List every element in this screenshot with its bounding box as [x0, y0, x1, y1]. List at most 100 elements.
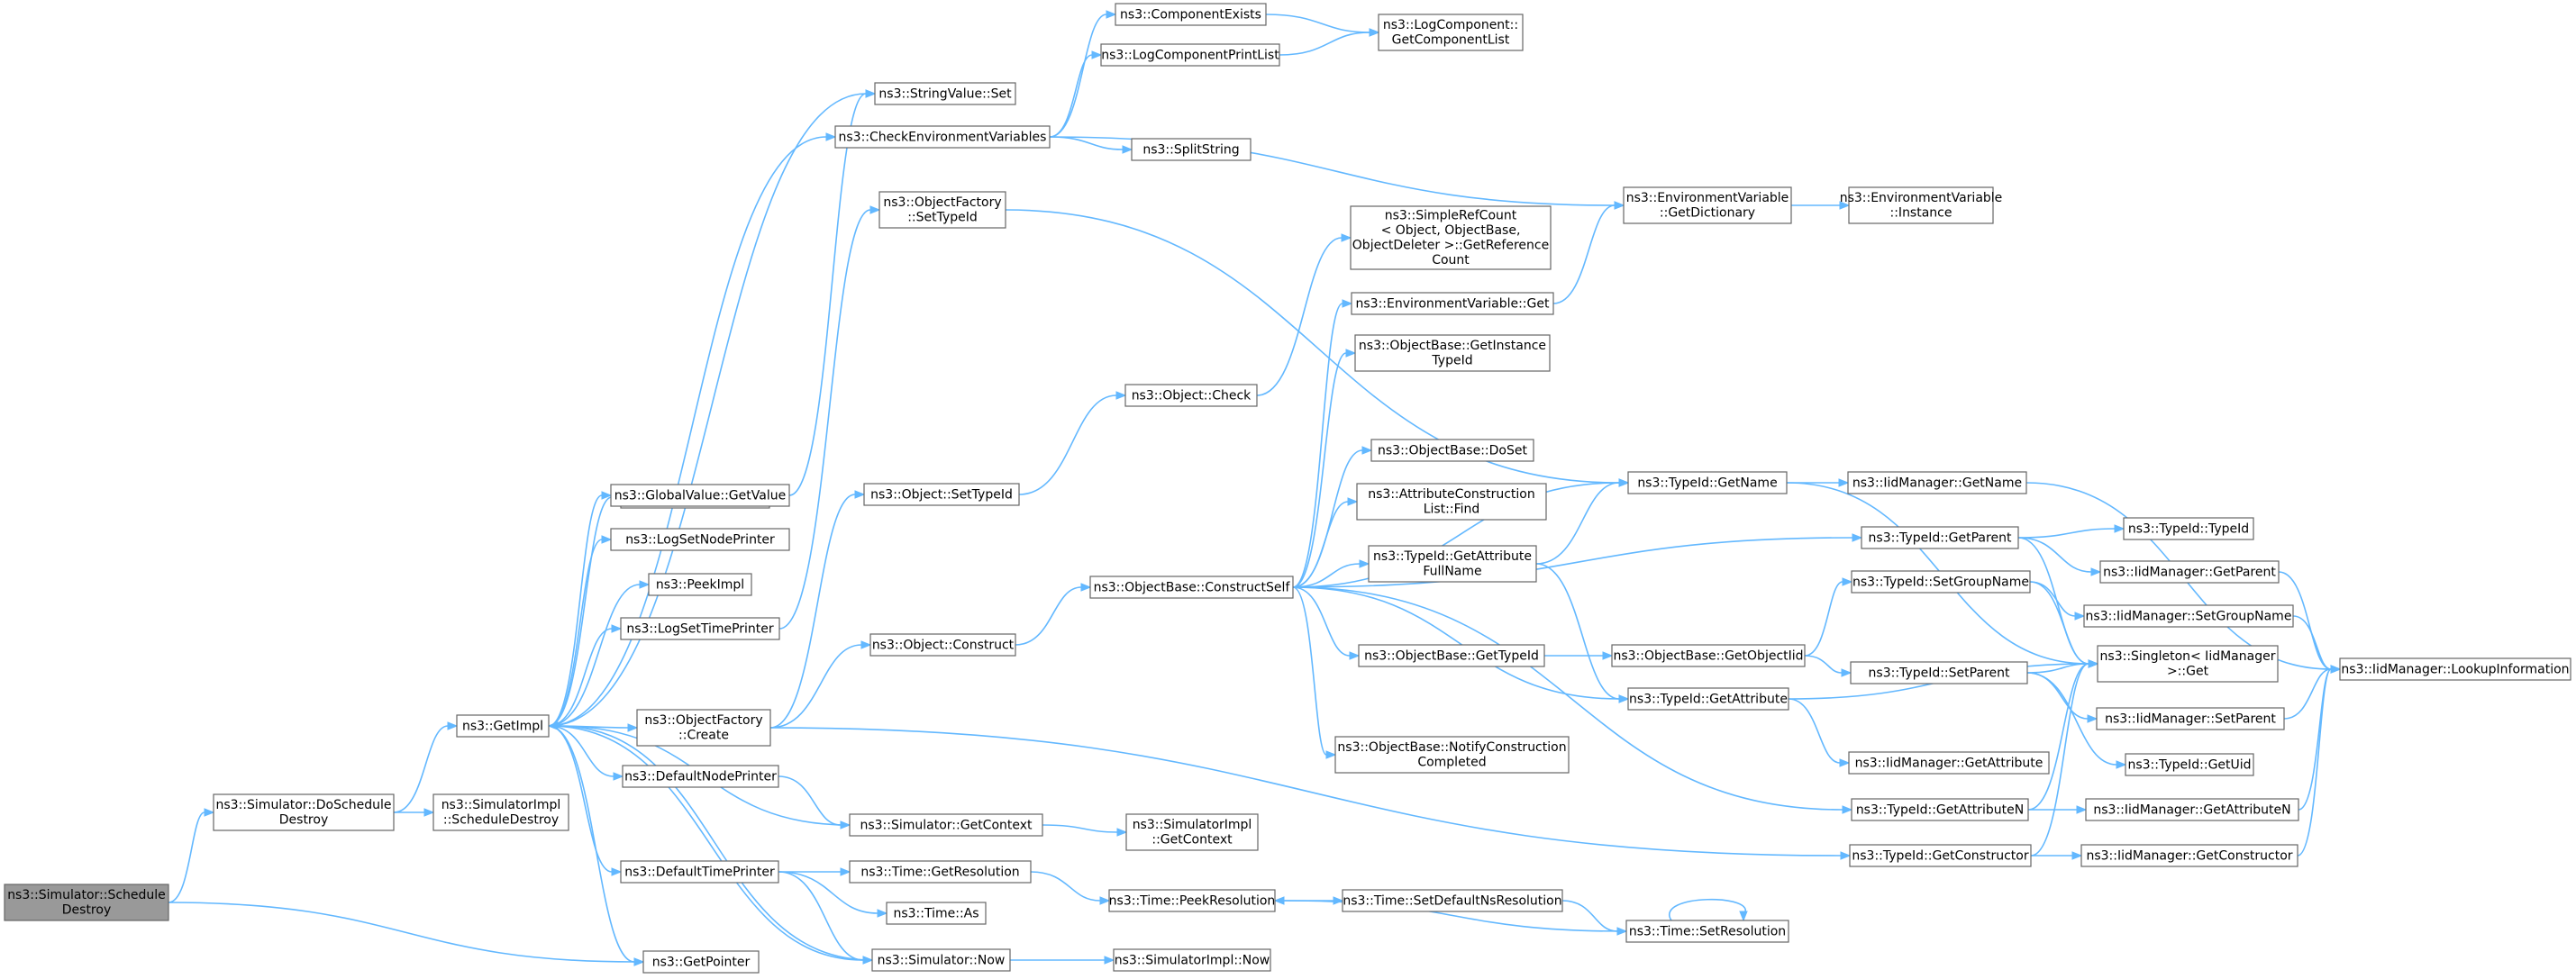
- node-label: ns3::SimulatorImpl: [441, 798, 561, 812]
- node-box: [1115, 3, 1267, 26]
- node-getimpl[interactable]: ns3::GetImpl: [456, 714, 550, 738]
- edge-line: [2026, 663, 2089, 674]
- node-label: ns3::TypeId::GetAttribute: [1373, 549, 1532, 564]
- call-edge: [1804, 577, 1853, 657]
- node-getcomplist[interactable]: ns3::LogComponent::GetComponentList: [1378, 14, 1524, 51]
- node-tidgetattrn[interactable]: ns3::TypeId::GetAttributeN: [1851, 798, 2029, 821]
- node-objconstruct[interactable]: ns3::Object::Construct: [869, 633, 1016, 657]
- node-simimpl_sched[interactable]: ns3::SimulatorImpl::ScheduleDestroy: [432, 793, 569, 831]
- call-edge: [778, 871, 888, 918]
- node-tidsetgroup[interactable]: ns3::TypeId::SetGroupName: [1851, 570, 2031, 594]
- edge-line: [778, 209, 871, 630]
- node-label: ns3::IidManager::GetParent: [2103, 565, 2276, 579]
- edge-arrowhead: [1341, 233, 1352, 242]
- edge-arrowhead: [2087, 714, 2098, 723]
- edge-arrowhead: [1104, 956, 1115, 965]
- node-obgettype[interactable]: ns3::ObjectBase::GetTypeId: [1358, 644, 1545, 667]
- edge-arrowhead: [854, 490, 866, 499]
- node-box: [1124, 384, 1258, 407]
- node-tidgetname[interactable]: ns3::TypeId::GetName: [1627, 471, 1788, 494]
- node-checkenv[interactable]: ns3::CheckEnvironmentVariables: [834, 125, 1051, 149]
- call-edge: [2017, 537, 2102, 576]
- node-iidsetparent[interactable]: ns3::IidManager::SetParent: [2096, 707, 2285, 730]
- node-logcompprint[interactable]: ns3::LogComponentPrintList: [1100, 43, 1280, 67]
- node-singleton[interactable]: ns3::Singleton< IidManager >::Get: [2097, 645, 2279, 683]
- node-envinst[interactable]: ns3::EnvironmentVariable::Instance: [1840, 186, 2003, 224]
- node-refcount[interactable]: ns3::SimpleRefCount< Object, ObjectBase,…: [1350, 205, 1552, 270]
- node-timeas[interactable]: ns3::Time::As: [886, 902, 987, 925]
- edge-line: [769, 644, 862, 729]
- node-objcheck[interactable]: ns3::Object::Check: [1124, 384, 1258, 407]
- node-box: [1368, 545, 1537, 583]
- node-logsettime[interactable]: ns3::LogSetTimePrinter: [620, 617, 780, 640]
- node-ofcreate[interactable]: ns3::ObjectFactory::Create: [636, 709, 771, 747]
- node-tidtypeid[interactable]: ns3::TypeId::TypeId: [2123, 517, 2254, 540]
- node-label: ns3::LogSetNodePrinter: [625, 532, 775, 547]
- node-envdict[interactable]: ns3::EnvironmentVariable::GetDictionary: [1623, 186, 1792, 224]
- node-logsetnode[interactable]: ns3::LogSetNodePrinter: [610, 528, 790, 551]
- edge-arrowhead: [1345, 349, 1357, 358]
- node-timegetres[interactable]: ns3::Time::GetResolution: [849, 860, 1032, 884]
- call-edge: [1018, 391, 1127, 495]
- node-label: ns3::ComponentExists: [1120, 7, 1261, 22]
- node-envget[interactable]: ns3::EnvironmentVariable::Get: [1351, 292, 1554, 315]
- node-tidgetparent[interactable]: ns3::TypeId::GetParent: [1861, 526, 2019, 549]
- node-lookupinfo[interactable]: ns3::IidManager::LookupInformation: [2339, 657, 2571, 681]
- edge-arrowhead: [601, 535, 613, 544]
- node-peekres[interactable]: ns3::Time::PeekResolution: [1108, 889, 1276, 912]
- node-iidgetattrn[interactable]: ns3::IidManager::GetAttributeN: [2085, 798, 2299, 821]
- node-box: [1623, 186, 1792, 224]
- node-simnow[interactable]: ns3::Simulator::Now: [871, 948, 1011, 972]
- node-setres[interactable]: ns3::Time::SetResolution: [1625, 920, 1789, 943]
- node-splitstring[interactable]: ns3::SplitString: [1131, 138, 1252, 161]
- node-iidgetname[interactable]: ns3::IidManager::GetName: [1847, 471, 2027, 494]
- node-gvget[interactable]: ns3::GlobalValue::GetValue: [610, 484, 790, 507]
- node-notifyconstr[interactable]: ns3::ObjectBase::NotifyConstructionCompl…: [1334, 736, 1570, 774]
- node-getobjtid[interactable]: ns3::ObjectBase::GetObjectIid: [1611, 644, 1806, 667]
- node-box: [2339, 657, 2571, 681]
- edge-line: [788, 93, 867, 496]
- node-box: [2123, 517, 2254, 540]
- node-root[interactable]: ns3::Simulator::ScheduleDestroy: [4, 884, 169, 921]
- node-label: ns3::LogComponentPrintList: [1101, 48, 1279, 62]
- node-ofsettype[interactable]: ns3::ObjectFactory::SetTypeId: [878, 191, 1006, 229]
- call-edge: [2017, 524, 2125, 539]
- node-constructself[interactable]: ns3::ObjectBase::ConstructSelf: [1089, 576, 1294, 599]
- node-tidgetattr[interactable]: ns3::TypeId::GetAttribute: [1627, 687, 1789, 711]
- node-label: ::Create: [678, 729, 729, 743]
- node-simimpl_now[interactable]: ns3::SimulatorImpl::Now: [1113, 948, 1271, 972]
- node-box: [620, 617, 780, 640]
- node-iidgetattr[interactable]: ns3::IidManager::GetAttribute: [1848, 751, 2050, 775]
- node-getcontext[interactable]: ns3::Simulator::GetContext: [849, 813, 1043, 837]
- node-objsettype[interactable]: ns3::Object::SetTypeId: [863, 483, 1020, 506]
- node-iidsetgroup[interactable]: ns3::IidManager::SetGroupName: [2083, 604, 2294, 628]
- call-edge: [1292, 586, 1853, 814]
- node-simimpl_ctx[interactable]: ns3::SimulatorImpl::GetContext: [1125, 813, 1259, 851]
- node-iidgetparent[interactable]: ns3::IidManager::GetParent: [2099, 560, 2280, 584]
- node-label: < Object, ObjectBase,: [1381, 223, 1521, 238]
- node-deftime[interactable]: ns3::DefaultTimePrinter: [620, 860, 779, 884]
- edge-line: [2017, 528, 2116, 539]
- node-peekimpl[interactable]: ns3::PeekImpl: [648, 573, 752, 596]
- node-getpointer[interactable]: ns3::GetPointer: [642, 950, 760, 974]
- node-strset[interactable]: ns3::StringValue::Set: [874, 82, 1016, 105]
- call-edge: [2283, 665, 2342, 720]
- node-compexists[interactable]: ns3::ComponentExists: [1115, 3, 1267, 26]
- edge-line: [1292, 586, 1351, 657]
- node-setdefns[interactable]: ns3::Time::SetDefaultNsResolution: [1342, 889, 1563, 912]
- node-defnode[interactable]: ns3::DefaultNodePrinter: [622, 765, 779, 788]
- node-doset[interactable]: ns3::ObjectBase::DoSet: [1370, 439, 1534, 462]
- node-tidgetctor[interactable]: ns3::TypeId::GetConstructor: [1849, 844, 2032, 867]
- call-edge: [1552, 201, 1625, 304]
- node-box: [2097, 645, 2279, 683]
- node-label: ns3::EnvironmentVariable: [1840, 191, 2003, 205]
- node-label: TypeId: [1431, 354, 1472, 368]
- node-tidsetparent[interactable]: ns3::TypeId::SetParent: [1850, 661, 2028, 684]
- node-tidgetuid[interactable]: ns3::TypeId::GetUid: [2125, 753, 2254, 776]
- edge-arrowhead: [1852, 533, 1863, 542]
- node-iidgetctor[interactable]: ns3::IidManager::GetConstructor: [2080, 844, 2298, 867]
